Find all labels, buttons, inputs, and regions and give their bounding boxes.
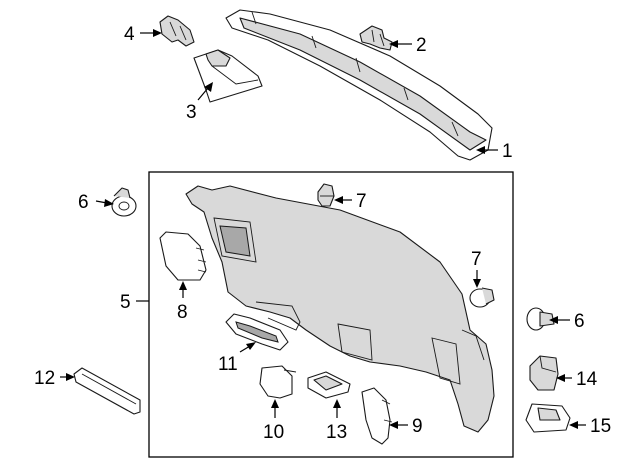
callout-11: 11 xyxy=(218,354,238,375)
part-7-retainer-top[interactable] xyxy=(317,183,335,207)
callout-6-left: 6 xyxy=(78,192,89,213)
callout-3: 3 xyxy=(186,102,197,123)
callout-14: 14 xyxy=(576,369,598,390)
part-5-liftgate-trim-panel[interactable] xyxy=(185,185,495,433)
callout-5: 5 xyxy=(120,292,131,313)
part-15-lamp-housing[interactable] xyxy=(525,403,571,433)
part-11-grip-handle[interactable] xyxy=(225,313,289,351)
part-6-push-pin-right[interactable] xyxy=(526,307,555,331)
leader-lines xyxy=(60,29,586,429)
part-12-trim-strip[interactable] xyxy=(73,367,141,415)
callout-10: 10 xyxy=(263,422,284,443)
callout-7-top: 7 xyxy=(356,191,367,212)
part-1-upper-trim[interactable] xyxy=(225,9,493,161)
part-2-clip[interactable] xyxy=(359,25,393,51)
callout-6-right: 6 xyxy=(574,311,585,332)
part-10-cover[interactable] xyxy=(259,365,297,399)
callout-7-right: 7 xyxy=(471,249,482,270)
part-14-switch[interactable] xyxy=(529,355,559,391)
callout-13: 13 xyxy=(326,422,347,443)
callout-9: 9 xyxy=(412,416,423,437)
callout-1: 1 xyxy=(502,141,513,162)
assembly-frame xyxy=(148,171,514,458)
part-7-retainer-right[interactable] xyxy=(469,287,495,308)
part-6-push-pin-left[interactable] xyxy=(111,187,137,217)
part-13-tray[interactable] xyxy=(307,371,351,399)
part-4-clip[interactable] xyxy=(159,15,195,47)
callout-12: 12 xyxy=(34,368,55,389)
callout-4: 4 xyxy=(124,24,135,45)
part-8-cover[interactable] xyxy=(159,231,207,281)
callout-8: 8 xyxy=(177,302,188,323)
part-9-cover[interactable] xyxy=(361,387,393,445)
callout-15: 15 xyxy=(590,416,611,437)
part-3-bracket[interactable] xyxy=(193,49,263,103)
callout-labels: 1 2 3 4 5 6 6 7 7 8 9 10 11 12 13 14 15 xyxy=(34,24,611,443)
callout-2: 2 xyxy=(416,35,427,56)
